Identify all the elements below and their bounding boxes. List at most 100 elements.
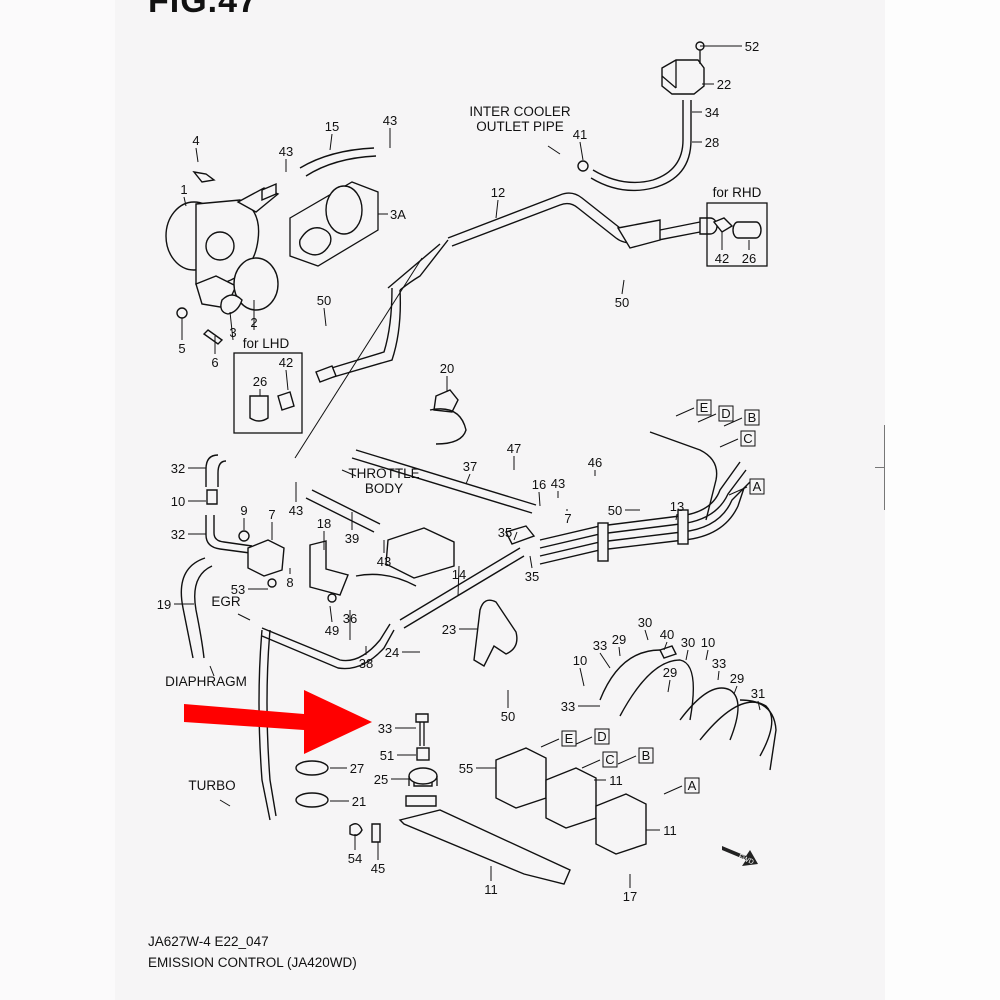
callout-39: 39 bbox=[345, 512, 359, 546]
callout-number: 2 bbox=[250, 315, 257, 330]
vacuum-pump-1 bbox=[165, 171, 280, 345]
callout-number: 1 bbox=[180, 182, 187, 197]
connector-tag-a: A bbox=[663, 777, 700, 795]
leader-line bbox=[323, 307, 327, 327]
leader-line bbox=[675, 513, 678, 521]
callout-38: 38 bbox=[359, 646, 373, 671]
callout-number: 11 bbox=[609, 773, 623, 788]
note-arrow bbox=[209, 665, 215, 677]
leader-line bbox=[705, 649, 709, 661]
leader-line bbox=[285, 369, 289, 391]
leader-line bbox=[599, 652, 611, 669]
callout-number: 55 bbox=[459, 761, 473, 776]
callout-number: 35 bbox=[498, 525, 512, 540]
note-egr: EGR bbox=[211, 594, 241, 609]
callout-42: 42 bbox=[715, 232, 729, 266]
callout-36: 36 bbox=[343, 610, 357, 640]
callout-30: 30 bbox=[681, 635, 695, 661]
note-arrow bbox=[219, 799, 231, 807]
hose-39 bbox=[311, 489, 381, 525]
leader-line bbox=[644, 629, 649, 641]
callout-55: 55 bbox=[459, 761, 496, 776]
callout-7: 7 bbox=[268, 507, 276, 540]
callout-4: 4 bbox=[192, 133, 200, 163]
callout-43: 43 bbox=[289, 482, 303, 518]
note-inter-cooler: INTER COOLER bbox=[469, 104, 571, 119]
hose-throttle bbox=[355, 573, 417, 587]
leader-line bbox=[229, 311, 234, 341]
leader-line bbox=[717, 670, 720, 681]
callout-number: 21 bbox=[352, 794, 366, 809]
callout-41: 41 bbox=[573, 127, 587, 161]
callout-32: 32 bbox=[171, 461, 206, 476]
pipe-bundle-13 bbox=[505, 431, 753, 565]
callout-26: 26 bbox=[742, 240, 756, 266]
callout-number: 33 bbox=[378, 721, 392, 736]
hose-15-b bbox=[305, 155, 377, 177]
callout-number: 43 bbox=[551, 476, 565, 491]
callout-46: 46 bbox=[588, 455, 602, 476]
note-arrow bbox=[547, 145, 561, 155]
svg-text:B: B bbox=[748, 410, 757, 425]
callout-number: 32 bbox=[171, 461, 185, 476]
figure-caption: EMISSION CONTROL (JA420WD) bbox=[148, 955, 357, 970]
leader-line bbox=[529, 555, 533, 569]
leader-line bbox=[621, 279, 625, 295]
callout-number: 39 bbox=[345, 531, 359, 546]
connector-tag-e: E bbox=[540, 730, 577, 748]
note-arrow bbox=[341, 469, 357, 477]
callout-number: 14 bbox=[452, 567, 466, 582]
callout-number: 42 bbox=[279, 355, 293, 370]
callout-11: 11 bbox=[646, 823, 677, 838]
callout-number: 28 bbox=[705, 135, 719, 150]
svg-text:E: E bbox=[565, 731, 574, 746]
callout-number: 51 bbox=[380, 748, 394, 763]
callout-number: 6 bbox=[211, 355, 218, 370]
pressure-sensor-assembly bbox=[577, 41, 705, 192]
callout-33: 33 bbox=[712, 656, 726, 681]
leader-line bbox=[329, 133, 333, 151]
callout-50: 50 bbox=[608, 503, 640, 518]
callout-number: 32 bbox=[171, 527, 185, 542]
callout-number: 10 bbox=[701, 635, 715, 650]
callout-43: 43 bbox=[383, 113, 397, 148]
pipe-12 bbox=[315, 192, 718, 383]
svg-text:D: D bbox=[721, 406, 730, 421]
note-inter-cooler: OUTLET PIPE bbox=[476, 119, 564, 134]
connector-tag-c: C bbox=[719, 430, 756, 448]
callout-34: 34 bbox=[692, 105, 719, 120]
leader-line bbox=[667, 679, 671, 693]
callout-29: 29 bbox=[663, 665, 677, 693]
note-throttle: BODY bbox=[365, 481, 403, 496]
connector-tag-b: B bbox=[617, 747, 654, 765]
leader-line bbox=[757, 700, 761, 711]
callout-30: 30 bbox=[638, 615, 652, 641]
callout-number: 49 bbox=[325, 623, 339, 638]
figure-code: JA627W-4 E22_047 bbox=[148, 934, 269, 949]
callout-35: 35 bbox=[525, 555, 539, 584]
clamp-20 bbox=[429, 389, 467, 445]
callout-10: 10 bbox=[573, 653, 587, 687]
connector-tag-a: A bbox=[728, 478, 765, 496]
callout-54: 54 bbox=[348, 834, 362, 866]
callout-number: 25 bbox=[374, 772, 388, 787]
connector-tag-e: E bbox=[675, 399, 712, 417]
callout-7: 7 bbox=[564, 509, 572, 526]
callout-number: 38 bbox=[359, 656, 373, 671]
callout-number: 50 bbox=[317, 293, 331, 308]
svg-text:B: B bbox=[642, 748, 651, 763]
callout-13: 13 bbox=[670, 499, 684, 521]
callout-number: 26 bbox=[742, 251, 756, 266]
callout-11: 11 bbox=[594, 773, 623, 788]
callout-10: 10 bbox=[171, 494, 206, 509]
pipe-37-b bbox=[351, 457, 533, 514]
leader-line bbox=[495, 199, 499, 219]
hoses-left bbox=[180, 454, 253, 659]
hose-36 bbox=[261, 623, 391, 662]
figure-title: FIG.47 bbox=[148, 0, 258, 20]
callout-number: 3 bbox=[229, 325, 236, 340]
callout-number: 23 bbox=[442, 622, 456, 637]
callout-33: 33 bbox=[561, 699, 600, 714]
